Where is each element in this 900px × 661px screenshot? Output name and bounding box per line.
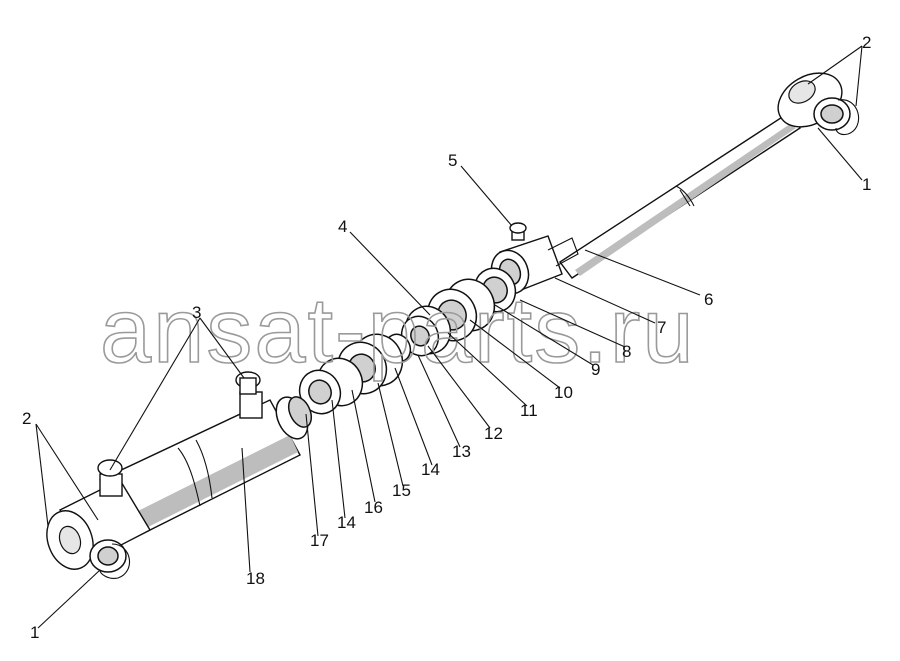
- callout-15: 15: [392, 481, 411, 500]
- callout-5: 5: [448, 151, 457, 170]
- callout-12: 12: [484, 424, 503, 443]
- callout-labels: 2 1 5 4 6 7 8 9 10 11 12 13 14 15 16 14 …: [22, 33, 871, 642]
- left-tube-housing: [99, 371, 313, 541]
- watermark-text: ansat-parts.ru: [100, 280, 696, 382]
- callout-16: 16: [364, 498, 383, 517]
- callout-11: 11: [520, 401, 538, 420]
- callout-14-upper: 14: [421, 460, 440, 479]
- callout-10: 10: [554, 383, 573, 402]
- leader-lines: [35, 45, 863, 629]
- callout-2-left: 2: [22, 409, 31, 428]
- callout-14-lower: 14: [337, 513, 356, 532]
- callout-18: 18: [246, 569, 265, 588]
- callout-1-right: 1: [862, 175, 871, 194]
- callout-6: 6: [704, 290, 713, 309]
- callout-7: 7: [657, 318, 666, 337]
- left-snap-ring: [99, 543, 131, 579]
- callout-8: 8: [622, 342, 631, 361]
- callout-17: 17: [310, 531, 329, 550]
- left-ball-joint: [46, 459, 151, 579]
- right-rod: [558, 111, 801, 279]
- callout-9: 9: [591, 360, 600, 379]
- callout-13: 13: [452, 442, 471, 461]
- callout-4: 4: [338, 217, 347, 236]
- callout-3: 3: [192, 303, 201, 322]
- callout-2-right: 2: [862, 33, 871, 52]
- right-ball-joint: [777, 72, 860, 136]
- seal-ring-stack: [298, 267, 517, 415]
- callout-1-left: 1: [30, 623, 39, 642]
- right-snap-ring: [835, 99, 860, 136]
